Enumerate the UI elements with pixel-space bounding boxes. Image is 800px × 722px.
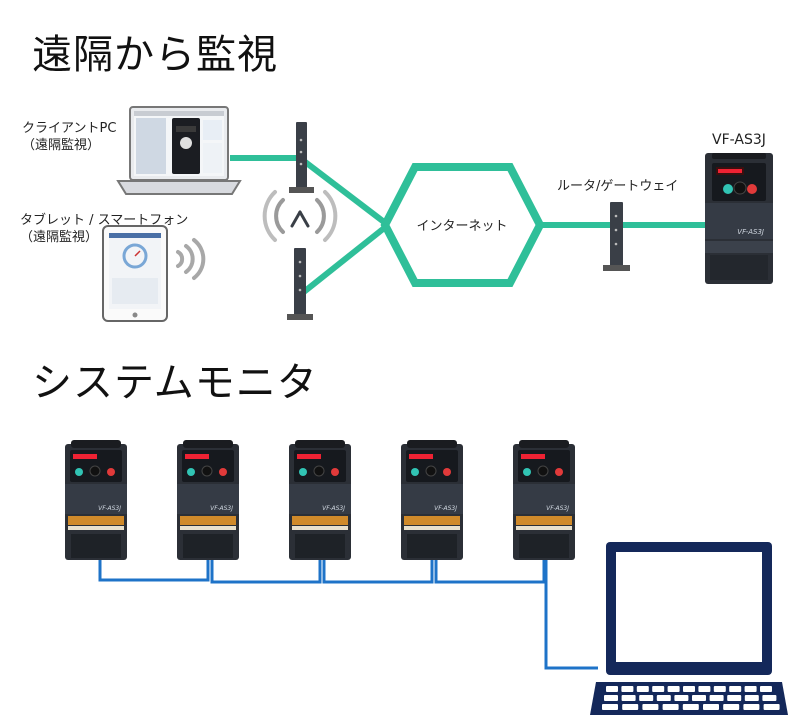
keyboard-key <box>674 695 689 701</box>
drive-unit-4: VF-AS3J <box>401 440 463 560</box>
keyboard-key <box>656 695 671 701</box>
keyboard-key <box>639 695 654 701</box>
tablet-label: タブレット / スマートフォン （遠隔監視） <box>20 212 188 246</box>
router-tower <box>603 202 630 271</box>
drive-face-label: VF-AS3J <box>322 505 345 512</box>
drive-face-label: VF-AS3J <box>210 505 233 512</box>
drive-unit-1: VF-AS3J <box>65 440 127 560</box>
access-point-top <box>289 122 314 193</box>
keyboard-key <box>729 686 742 692</box>
keyboard-key <box>621 686 634 692</box>
tablet-device <box>102 225 168 322</box>
internet-label: インターネット <box>416 219 507 234</box>
keyboard-key <box>636 686 649 692</box>
drive-unit-2: VF-AS3J <box>177 440 239 560</box>
keyboard-key <box>622 704 639 710</box>
keyboard-key <box>723 704 740 710</box>
keyboard-key <box>713 686 726 692</box>
tablet-label-line2: （遠隔監視） <box>20 230 99 245</box>
keyboard-key <box>760 686 772 692</box>
keyboard-key <box>602 704 618 710</box>
keyboard-key <box>743 704 760 710</box>
keyboard-key <box>667 686 680 692</box>
keyboard-key <box>703 704 719 710</box>
tablet-label-line1: タブレット / スマートフォン <box>20 213 189 228</box>
drive-unit-3: VF-AS3J <box>289 440 351 560</box>
drive-unit-top: VF-AS3J <box>705 153 773 284</box>
drive-face-label: VF-AS3J <box>546 505 569 512</box>
keyboard-key <box>709 695 724 701</box>
wifi-signal-icon <box>262 190 338 242</box>
client-pc-label-line2: （遠隔監視） <box>22 138 101 153</box>
client-pc-label-line1: クライアントPC <box>22 121 117 136</box>
keyboard-key <box>698 686 711 692</box>
keyboard-key <box>692 695 706 701</box>
keyboard-key <box>683 686 695 692</box>
access-point-bottom <box>287 248 313 320</box>
keyboard-key <box>762 695 777 701</box>
keyboard-key <box>662 704 679 710</box>
svg-text:VF-AS3J: VF-AS3J <box>737 228 764 236</box>
bus-connections <box>98 560 598 670</box>
keyboard-key <box>652 686 665 692</box>
keyboard-key <box>604 695 618 701</box>
keyboard-key <box>621 695 636 701</box>
drive-face-label: VF-AS3J <box>434 505 457 512</box>
keyboard-key <box>727 695 742 701</box>
system-monitor-title: システムモニタ <box>32 360 318 406</box>
network-diagram: インターネット <box>102 106 773 322</box>
keyboard-key <box>744 686 757 692</box>
drive-face-label: VF-AS3J <box>98 505 121 512</box>
keyboard-key <box>682 704 699 710</box>
monitor-laptop <box>590 542 788 715</box>
system-monitor-diagram: VF-AS3J VF-AS3J VF-AS3J VF-AS3J VF-AS3J <box>65 440 788 715</box>
tablet-wifi-icon <box>176 238 206 280</box>
drive-unit-5: VF-AS3J <box>513 440 575 560</box>
keyboard-key <box>642 704 659 710</box>
drive-label: VF-AS3J <box>712 132 766 148</box>
client-pc-laptop <box>116 106 242 195</box>
keyboard-key <box>744 695 759 701</box>
remote-monitoring-title: 遠隔から監視 <box>32 32 278 78</box>
client-pc-label: クライアントPC （遠隔監視） <box>22 120 116 154</box>
internet-hexagon <box>380 163 545 287</box>
keyboard-key <box>606 686 618 692</box>
router-label: ルータ/ゲートウェイ <box>557 179 679 194</box>
keyboard-key <box>763 704 780 710</box>
